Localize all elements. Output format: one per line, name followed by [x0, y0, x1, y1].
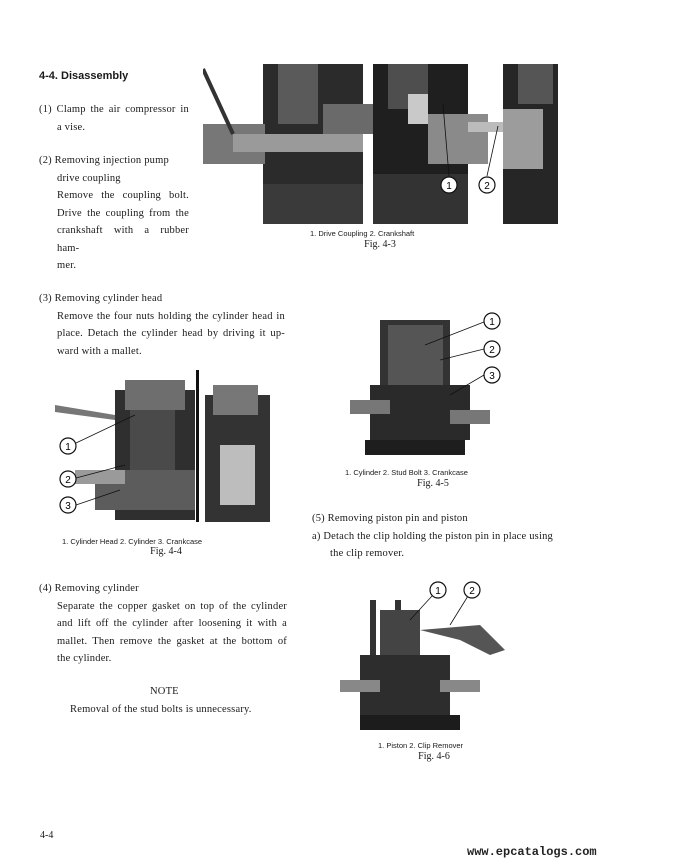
step-5-heading: (5) Removing piston pin and piston	[312, 513, 468, 524]
crankshaft-coupling-illustration	[201, 64, 558, 224]
step-3-body-line: ward with a mallet.	[57, 345, 142, 357]
step-1-heading: (1) Clamp the air compressor in	[39, 104, 189, 115]
section-title: 4-4. Disassembly	[39, 70, 129, 82]
piston-clip-removal-illustration	[340, 600, 505, 730]
step-4-body-line: Separate the copper gasket on top of the…	[57, 600, 287, 612]
cylinder-removal-illustration	[350, 320, 490, 455]
callout-label: 1	[489, 317, 495, 328]
callout-label: 1	[435, 586, 441, 597]
cylinder-head-removal-illustration	[55, 370, 270, 522]
figure-4-5-photo: 1 2 3	[340, 300, 502, 455]
step-2: (2) Removing injection pump drive coupli…	[39, 152, 189, 275]
step-1-line2: a vise.	[57, 121, 86, 133]
step-2-heading: (2) Removing injection pump	[39, 155, 169, 166]
callout-label: 2	[489, 345, 495, 356]
step-2-body-line: Remove the coupling bolt.	[57, 190, 189, 201]
step-4: (4) Removing cylinder Separate the coppe…	[39, 580, 287, 668]
step-5-sub-a-line2: the clip remover.	[330, 548, 405, 559]
figure-4-4-callouts: 1 2 3	[59, 414, 136, 514]
watermark: www.epcatalogs.com	[467, 845, 597, 859]
callout-label: 2	[469, 586, 475, 597]
figure-4-3-photo: 1 2	[201, 64, 558, 224]
callout-label: 1	[65, 442, 71, 453]
callout-label: 3	[489, 371, 495, 382]
figure-4-4-label: Fig. 4-4	[150, 546, 182, 557]
step-1: (1) Clamp the air compressor in a vise.	[39, 101, 189, 136]
figure-4-5-callouts: 1 2 3	[424, 312, 501, 396]
step-4-heading: (4) Removing cylinder	[39, 583, 139, 594]
step-2-line2: drive coupling	[57, 172, 121, 184]
step-3-heading: (3) Removing cylinder head	[39, 293, 163, 304]
step-4-body-line: mallet. Then remove the gasket at the bo…	[57, 635, 287, 647]
step-2-body-line: crankshaft with a rubber ham-	[57, 225, 189, 254]
figure-4-5-label: Fig. 4-5	[417, 478, 449, 489]
step-3: (3) Removing cylinder head Remove the fo…	[39, 290, 285, 360]
figure-4-6-photo: 1 2	[340, 580, 520, 730]
callout-label: 1	[446, 181, 452, 192]
step-2-body-line: mer.	[57, 260, 77, 271]
page-number: 4-4	[40, 830, 54, 841]
callout-label: 2	[484, 181, 490, 192]
figure-4-6-label: Fig. 4-6	[418, 751, 450, 762]
note-text: Removal of the stud bolts is unnecessary…	[70, 704, 252, 715]
figure-4-4-caption: 1. Cylinder Head 2. Cylinder 3. Crankcas…	[62, 537, 203, 546]
figure-4-6-callouts: 1 2	[409, 581, 481, 626]
step-4-body-line: the cylinder.	[57, 653, 112, 664]
step-5: (5) Removing piston pin and piston a) De…	[312, 510, 572, 563]
figure-4-4-photo: 1 2 3	[55, 370, 275, 522]
figure-4-3-label: Fig. 4-3	[364, 239, 396, 250]
callout-label: 2	[65, 475, 71, 486]
step-3-body-line: place. Detach the cylinder head by drivi…	[57, 328, 285, 339]
figure-4-6-caption: 1. Piston 2. Clip Remover	[378, 741, 464, 750]
step-5-sub-a: a) Detach the clip holding the piston pi…	[312, 530, 553, 542]
note-title: NOTE	[150, 686, 179, 697]
callout-label: 3	[65, 501, 71, 512]
figure-4-5-caption: 1. Cylinder 2. Stud Bolt 3. Crankcase	[345, 468, 468, 477]
step-3-body-line: Remove the four nuts holding the cylinde…	[57, 310, 285, 322]
step-2-body-line: Drive the coupling from the	[57, 207, 189, 219]
step-4-body-line: and lift off the cylinder after loosenin…	[57, 618, 287, 629]
figure-4-3-caption: 1. Drive Coupling 2. Crankshaft	[310, 229, 415, 238]
figure-4-3-callouts: 1 2	[440, 103, 499, 194]
